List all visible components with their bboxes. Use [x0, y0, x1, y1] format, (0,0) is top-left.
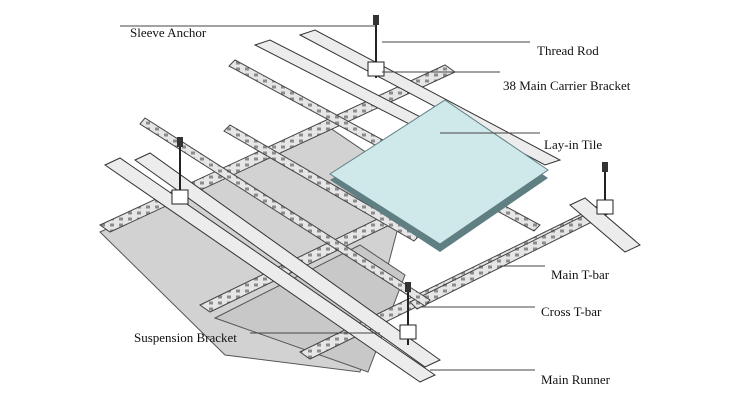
lay-in-tile-face	[329, 99, 549, 245]
main-runner-channel	[134, 152, 441, 368]
leader-lines	[120, 25, 545, 371]
carrier-brackets	[171, 61, 614, 340]
main-runner-channel	[103, 157, 437, 383]
carrier-bracket	[367, 61, 385, 77]
cross-tbar-rail	[223, 124, 421, 242]
label-cross-tbar: Cross T-bar	[541, 304, 602, 319]
suspension-bracket	[596, 199, 614, 215]
sleeve-anchor	[405, 282, 411, 292]
sleeve-anchor	[177, 137, 183, 147]
cross-tbar-rail	[139, 117, 431, 307]
suspension-bracket	[399, 324, 417, 340]
label-lay-in-tile: Lay-in Tile	[544, 137, 602, 152]
label-main-carrier-bracket: 38 Main Carrier Bracket	[503, 78, 631, 93]
label-sleeve-anchor: Sleeve Anchor	[130, 25, 207, 40]
label-suspension-bracket: Suspension Bracket	[134, 330, 237, 345]
label-main-tbar: Main T-bar	[551, 267, 610, 282]
main-runner-channel	[569, 197, 641, 253]
sleeve-anchor	[602, 162, 608, 172]
sleeve-anchors	[177, 15, 608, 292]
suspension-bracket	[171, 189, 189, 205]
sleeve-anchor	[373, 15, 379, 25]
label-main-runner: Main Runner	[541, 372, 611, 387]
lay-in-tile	[329, 99, 549, 252]
label-thread-rod: Thread Rod	[537, 43, 599, 58]
